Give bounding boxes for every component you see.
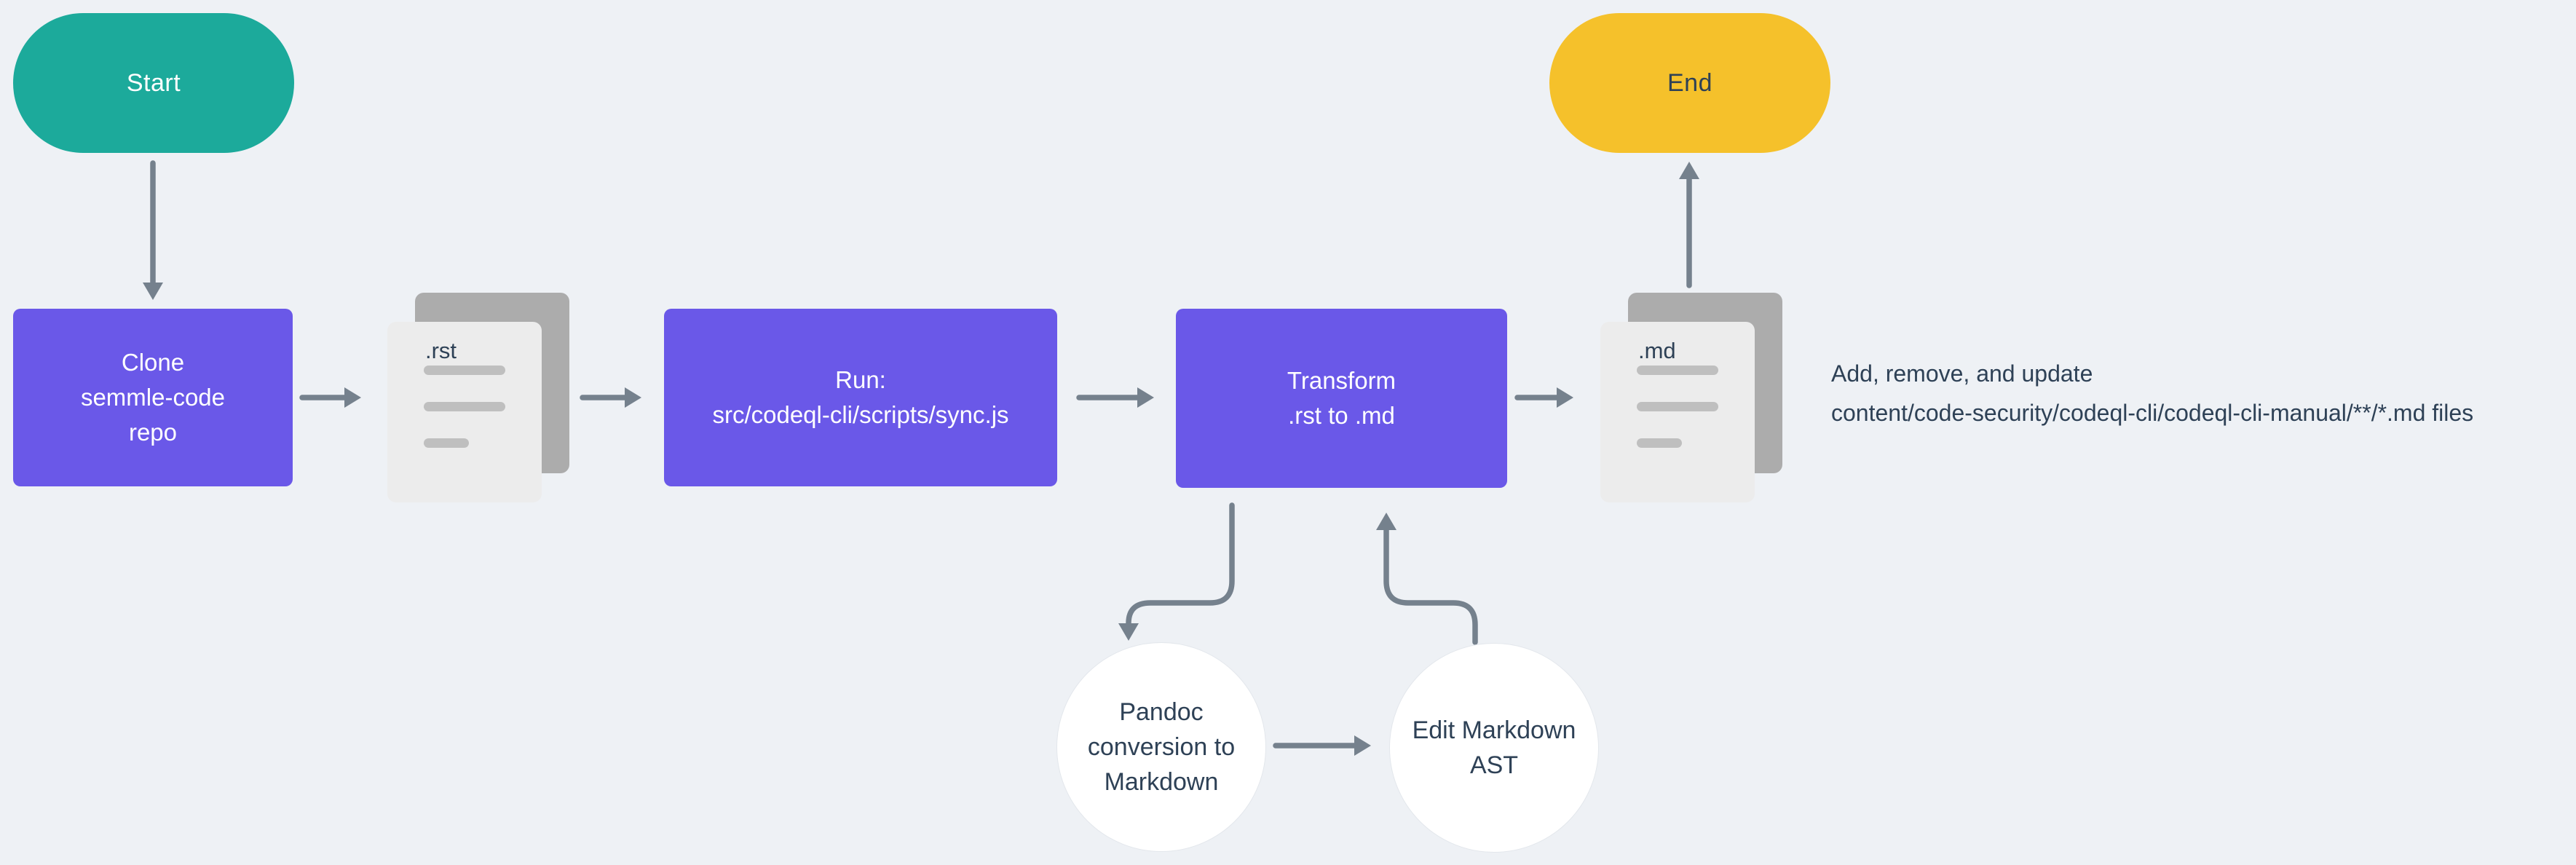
edge-edit-to-transform: [1383, 527, 1478, 645]
edge-transform-to-pandoc: [1126, 502, 1235, 626]
arrowhead-run-to-transform: [1137, 387, 1154, 408]
start-label: Start: [126, 68, 181, 97]
md-files-annotation: Add, remove, and update content/code-sec…: [1831, 360, 2474, 426]
arrowhead-pandoc-to-edit: [1354, 735, 1371, 756]
arrowhead-edit-to-transform: [1376, 513, 1396, 530]
text-line-decoration: [1637, 366, 1718, 375]
arrowhead-clone-to-rst: [344, 387, 361, 408]
run-script-label: Run: src/codeql-cli/scripts/sync.js: [712, 366, 1009, 428]
transform-label: Transform .rst to .md: [1287, 367, 1396, 429]
rst-document-icon: .rst: [387, 293, 569, 504]
start-node: Start: [13, 13, 294, 153]
end-label: End: [1667, 68, 1712, 97]
end-node: End: [1549, 13, 1830, 153]
arrowhead-transform-to-pandoc: [1118, 623, 1139, 641]
text-line-decoration: [1637, 402, 1718, 411]
edit-markdown-ast-node: Edit Markdown AST: [1389, 643, 1599, 853]
md-document-icon: .md: [1600, 293, 1782, 504]
md-front-page: .md: [1600, 322, 1755, 502]
run-script-node: Run: src/codeql-cli/scripts/sync.js: [664, 309, 1057, 486]
arrowhead-start-to-clone: [143, 283, 163, 300]
arrowhead-rst-to-run: [625, 387, 641, 408]
transform-node: Transform .rst to .md: [1176, 309, 1507, 488]
text-line-decoration: [424, 402, 505, 411]
text-line-decoration: [1637, 438, 1682, 448]
md-extension-label: .md: [1638, 338, 1676, 363]
text-line-decoration: [424, 438, 469, 448]
clone-repo-node: Clone semmle-code repo: [13, 309, 293, 486]
pandoc-conversion-label: Pandoc conversion to Markdown: [1087, 698, 1236, 796]
rst-front-page: .rst: [387, 322, 542, 502]
pandoc-conversion-node: Pandoc conversion to Markdown: [1056, 642, 1266, 852]
clone-repo-label: Clone semmle-code repo: [80, 349, 226, 446]
arrowhead-md-to-end: [1679, 162, 1699, 179]
edit-markdown-ast-label: Edit Markdown AST: [1412, 716, 1576, 779]
rst-extension-label: .rst: [425, 338, 457, 363]
arrowhead-transform-to-md: [1557, 387, 1573, 408]
text-line-decoration: [424, 366, 505, 375]
